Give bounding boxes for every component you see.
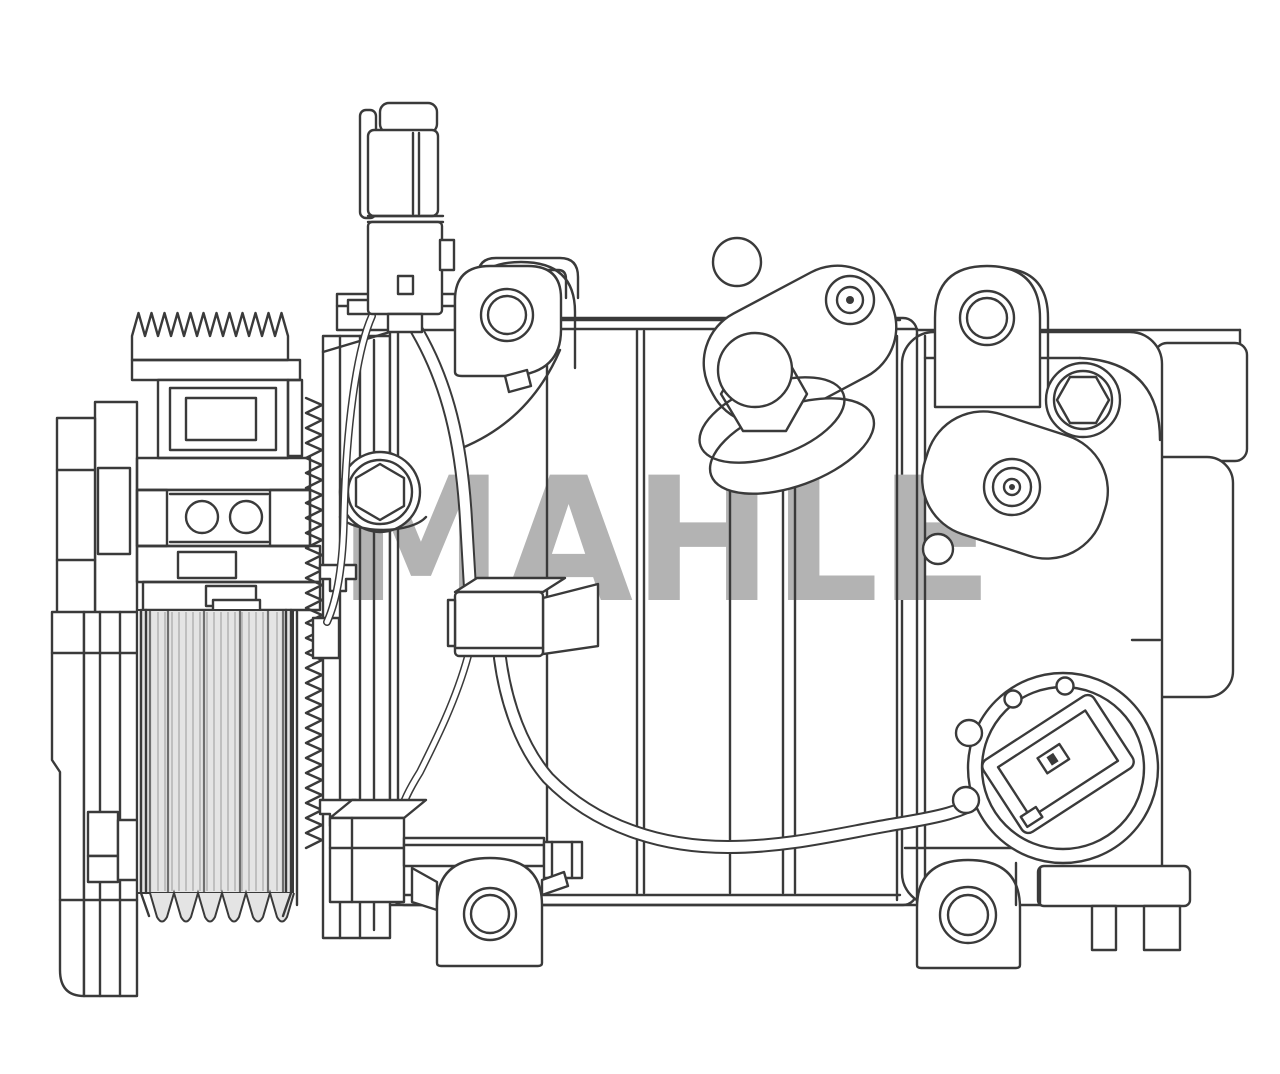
valve-screw: [1003, 689, 1023, 709]
shaft-end: [55, 416, 97, 620]
drive-belt-grooves: [136, 608, 295, 923]
valve-screw: [1055, 676, 1075, 696]
electrical-connector: [358, 101, 456, 334]
spline-serration-strip: [304, 396, 324, 850]
connector-stem: [386, 312, 424, 334]
mounting-lug-bottom-right: [915, 858, 1022, 970]
suction-port-fitting: [698, 236, 898, 495]
mounting-lug-bottom-center: [410, 856, 570, 968]
discharge-port-fitting: [920, 361, 1122, 566]
lug-bolt-hole: [958, 289, 1016, 347]
bracket-lower-strip: [1036, 864, 1192, 952]
lug-bolt-hole: [938, 885, 998, 945]
bearing-race: [135, 488, 312, 548]
rotor-serration: [130, 311, 290, 362]
lug-bolt-hole: [462, 886, 518, 942]
bracket-foot: [1142, 904, 1182, 952]
bearing-ball: [228, 499, 264, 535]
bracket-foot: [1090, 904, 1118, 952]
housing-bolt-hex: [354, 462, 406, 522]
clutch-coil: [168, 386, 278, 452]
bolt-boss: [328, 816, 406, 904]
cable-connector-block: [446, 576, 600, 658]
groove-teeth-edge: [149, 889, 295, 923]
pulley-clutch-section: [50, 311, 324, 998]
port-bolt-hex: [1055, 375, 1111, 425]
ear-bolt-hole: [479, 287, 535, 343]
control-valve-connector: [951, 671, 1160, 907]
connector-cap: [378, 101, 439, 135]
mounting-lug-top-right: [933, 264, 1050, 409]
connector-body: [366, 128, 440, 218]
mahle-watermark: MAHLE: [338, 440, 993, 641]
connector-shroud: [366, 220, 444, 316]
mounting-ear-top-left: [453, 256, 580, 450]
port-bolt-head: [716, 331, 794, 409]
bearing-ball: [184, 499, 220, 535]
